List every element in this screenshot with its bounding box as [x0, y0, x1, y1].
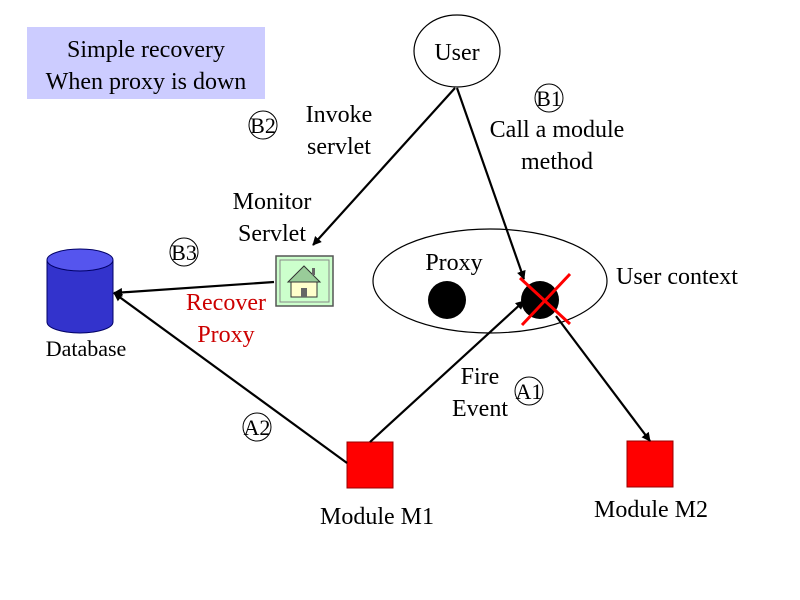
module-m2-box	[626, 440, 674, 488]
call-module-method-label-2: method	[521, 149, 593, 175]
user-context-dot	[521, 281, 559, 319]
module-m1-box	[346, 441, 394, 489]
badge-b2: B2	[248, 110, 278, 140]
arrow-module-m1-to-database	[113, 292, 348, 464]
database-icon	[46, 248, 114, 334]
arrow-invoke-servlet	[312, 87, 456, 246]
monitor-servlet-label-2: Servlet	[238, 221, 306, 247]
module-m2-label: Module M2	[594, 497, 708, 523]
badge-b3-label: B3	[171, 240, 197, 265]
user-node: User	[413, 14, 501, 88]
arrow-recover-proxy	[113, 280, 275, 297]
arrow-call-module-method	[455, 87, 526, 280]
title-line-1: Simple recovery	[67, 37, 225, 63]
badge-b1: B1	[534, 83, 564, 113]
recover-proxy-label-2: Proxy	[197, 322, 254, 348]
call-module-method-label-1: Call a module	[490, 117, 625, 143]
proxy-dot	[428, 281, 466, 319]
invoke-servlet-label-1: Invoke	[306, 102, 373, 128]
monitor-servlet-label-1: Monitor	[233, 189, 312, 215]
proxy-ellipse	[372, 228, 608, 334]
badge-a2: A2	[242, 412, 272, 442]
fire-event-label-1: Fire	[461, 364, 500, 390]
database-label: Database	[46, 336, 127, 361]
user-label: User	[434, 40, 479, 66]
proxy-node: Proxy	[372, 228, 608, 334]
module-m1-label: Module M1	[320, 504, 434, 530]
recover-proxy-label-1: Recover	[186, 290, 266, 316]
badge-a1-label: A1	[516, 379, 543, 404]
arrow-fire-event	[369, 300, 525, 443]
badge-b2-label: B2	[250, 113, 276, 138]
badge-a2-label: A2	[244, 415, 271, 440]
title-box: Simple recovery When proxy is down	[27, 27, 265, 99]
invoke-servlet-label-2: servlet	[307, 134, 371, 160]
failure-cross-icon	[518, 272, 572, 327]
user-ellipse	[413, 14, 501, 88]
badge-b1-label: B1	[536, 86, 562, 111]
monitor-servlet-icon	[275, 255, 334, 307]
title-background	[27, 27, 265, 99]
user-context-label: User context	[616, 264, 738, 290]
title-line-2: When proxy is down	[46, 69, 247, 95]
badge-a1: A1	[514, 376, 544, 406]
proxy-label: Proxy	[425, 250, 482, 276]
fire-event-label-2: Event	[452, 396, 508, 422]
arrow-context-to-module-m2	[555, 315, 651, 442]
badge-b3: B3	[169, 237, 199, 267]
